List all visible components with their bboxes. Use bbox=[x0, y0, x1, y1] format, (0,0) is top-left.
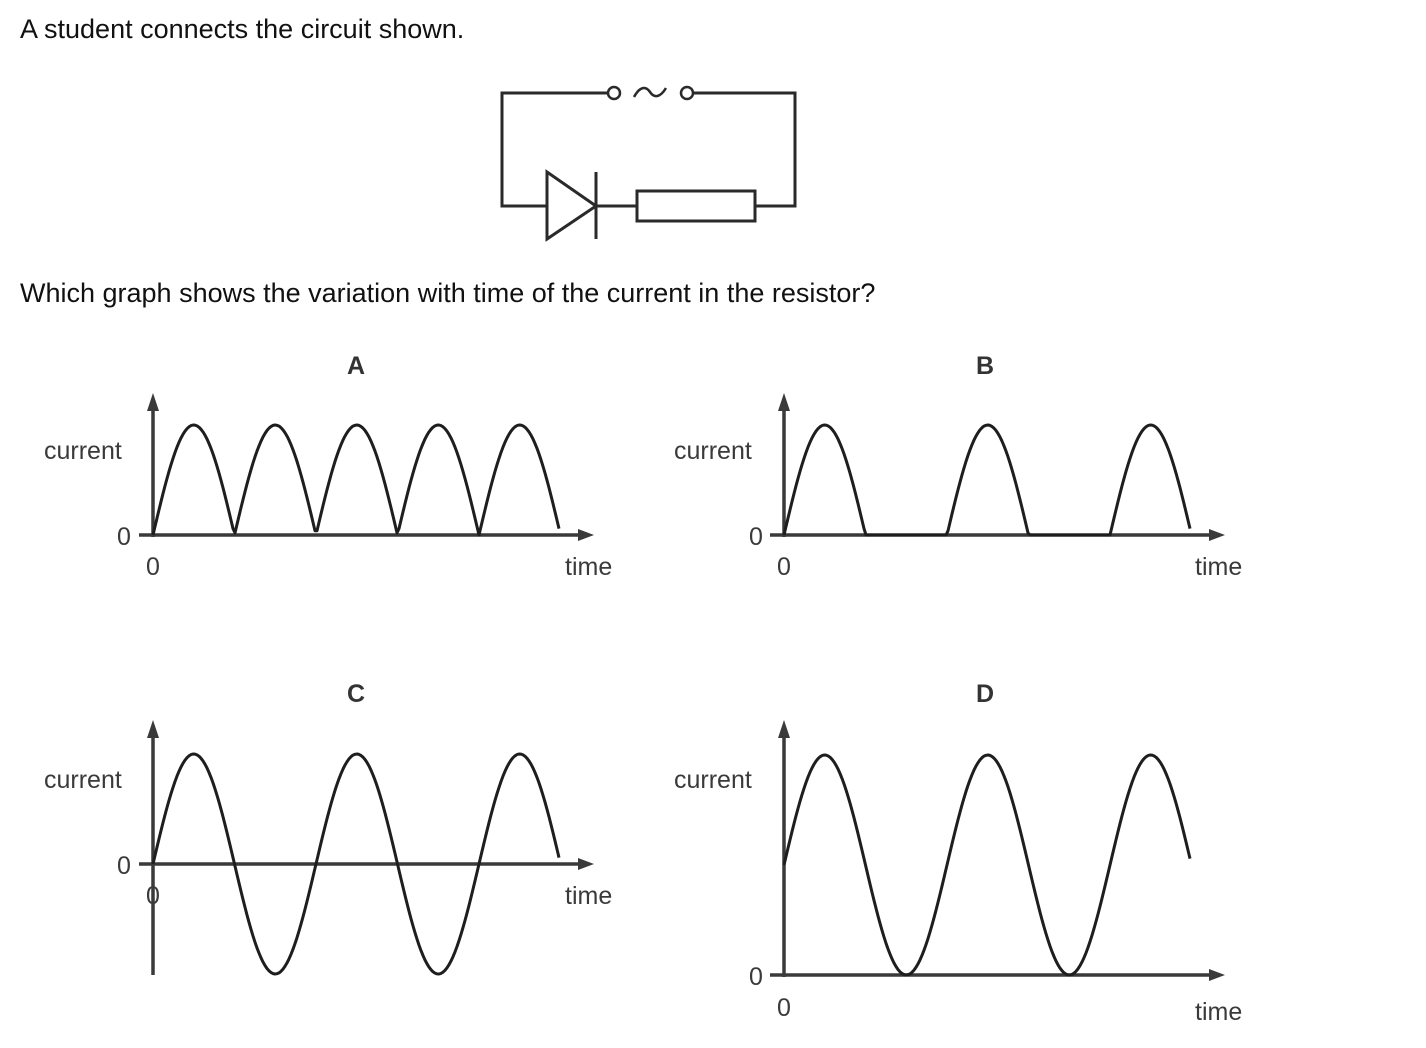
x-axis-label: time bbox=[565, 553, 612, 581]
y-axis-label: current bbox=[44, 766, 122, 794]
current-waveform bbox=[782, 423, 1192, 537]
y-origin-label: 0 bbox=[749, 963, 763, 991]
current-waveform bbox=[782, 753, 1192, 977]
y-origin-label: 0 bbox=[749, 523, 763, 551]
y-axis-label: current bbox=[674, 437, 752, 465]
x-axis-arrow-icon bbox=[1209, 969, 1225, 981]
question-text: Which graph shows the variation with tim… bbox=[20, 278, 876, 308]
y-axis-arrow-icon bbox=[778, 720, 790, 738]
circuit-wire-left bbox=[500, 91, 607, 208]
x-axis-label: time bbox=[565, 882, 612, 910]
ac-supply-icon bbox=[632, 86, 668, 98]
graph-option-label: B bbox=[976, 352, 994, 380]
x-axis-arrow-icon bbox=[578, 529, 594, 541]
graph-option-label: A bbox=[347, 352, 365, 380]
circuit-wire-right bbox=[693, 91, 797, 208]
graph-option-label: C bbox=[347, 680, 365, 708]
y-axis-arrow-icon bbox=[778, 393, 790, 411]
y-origin-label: 0 bbox=[117, 852, 131, 880]
y-axis-arrow-icon bbox=[147, 393, 159, 411]
x-axis-arrow-icon bbox=[578, 858, 594, 870]
resistor-icon bbox=[635, 189, 757, 223]
x-origin-label: 0 bbox=[146, 882, 160, 910]
graph-option-label: D bbox=[976, 680, 994, 708]
y-axis-label: current bbox=[674, 766, 752, 794]
circuit-diagram bbox=[500, 85, 797, 242]
ac-terminal-left bbox=[606, 85, 622, 101]
current-waveform bbox=[151, 423, 561, 537]
graphs: Acurrenttime00Bcurrenttime00Ccurrenttime… bbox=[44, 352, 1242, 1026]
ac-terminal-right bbox=[679, 85, 695, 101]
intro-text: A student connects the circuit shown. bbox=[20, 14, 465, 44]
x-origin-label: 0 bbox=[777, 553, 791, 581]
x-origin-label: 0 bbox=[777, 994, 791, 1022]
x-axis-arrow-icon bbox=[1209, 529, 1225, 541]
current-waveform bbox=[151, 752, 561, 976]
x-axis-label: time bbox=[1195, 998, 1242, 1026]
x-axis-label: time bbox=[1195, 553, 1242, 581]
diode-icon bbox=[545, 169, 599, 242]
y-origin-label: 0 bbox=[117, 523, 131, 551]
y-axis-arrow-icon bbox=[147, 720, 159, 738]
x-origin-label: 0 bbox=[146, 553, 160, 581]
y-axis-label: current bbox=[44, 437, 122, 465]
